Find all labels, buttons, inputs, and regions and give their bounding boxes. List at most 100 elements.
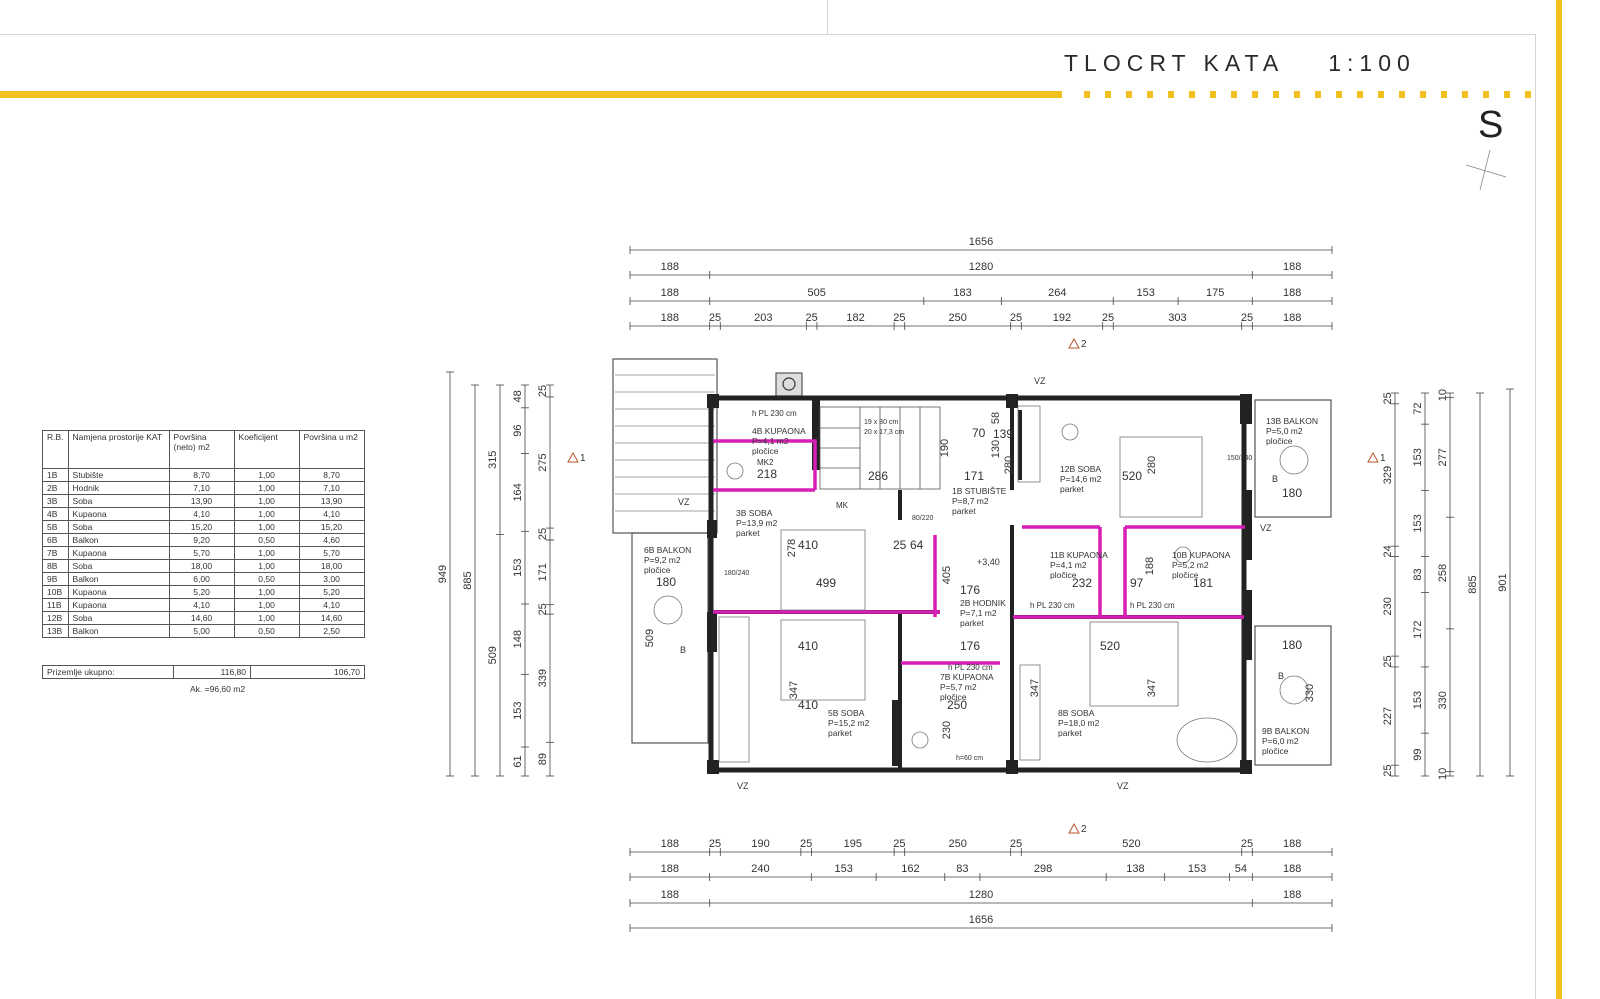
toilet-icon xyxy=(911,731,929,749)
dim-label: 64 xyxy=(910,538,924,552)
b-label: B xyxy=(1272,474,1278,484)
total-neto: 116,80 xyxy=(173,665,251,679)
dim-top-chain-3-label: 188 xyxy=(1283,312,1301,324)
dim-label: 347 xyxy=(788,681,800,699)
accent-bar xyxy=(0,91,1062,98)
room-label-11b: 11B KUPAONA xyxy=(1050,550,1108,560)
dim-label: 171 xyxy=(964,469,984,483)
dim-right-1-label: 227 xyxy=(1382,707,1394,725)
balcony-9b xyxy=(1254,625,1332,766)
row-povrsina: 2,50 xyxy=(298,624,365,638)
dim-right-3-label: 10 xyxy=(1437,389,1449,401)
dim-top-chain-2-label: 188 xyxy=(1283,287,1301,299)
dim-right-1-label: 25 xyxy=(1382,392,1394,404)
row-koeficijent: 0,50 xyxy=(233,624,300,638)
room-area-4b: P=4,1 m2 xyxy=(752,436,789,446)
north-arrow-label: S xyxy=(1478,104,1504,146)
row-namjena: Balkon xyxy=(67,624,170,638)
exterior-elements xyxy=(612,358,1332,766)
sheet-scale: 1:100 xyxy=(1328,50,1416,76)
dim-label: 130 xyxy=(990,440,1002,458)
dim-top-chain-3-label: 25 xyxy=(709,312,721,324)
stair-size-label: 19 x 30 cm xyxy=(864,419,898,426)
dim-label: 25 xyxy=(893,538,907,552)
vz-label: VZ xyxy=(1034,376,1046,386)
room-area-13b: P=5,0 m2 xyxy=(1266,426,1303,436)
room-label-12b: 12B SOBA xyxy=(1060,464,1101,474)
exterior-stair xyxy=(612,358,718,534)
dim-bottom-chain-1-label: 195 xyxy=(844,838,862,850)
chimney-flue-icon xyxy=(782,377,796,391)
dim-label: 188 xyxy=(1144,557,1156,575)
row-povrsina: 15,20 xyxy=(298,520,365,534)
dim-right-3-label: 258 xyxy=(1437,564,1449,582)
ceiling-height-label: h PL 230 cm xyxy=(1030,601,1075,610)
dim-left-3-label: 315 xyxy=(487,451,499,469)
dim-top-overall-label: 1656 xyxy=(969,236,993,248)
dim-label: 180 xyxy=(1282,638,1302,652)
dim-left-2-label: 885 xyxy=(462,571,474,589)
dim-bottom-chain-1-label: 190 xyxy=(751,838,769,850)
dim-top-chain-3-label: 25 xyxy=(1102,312,1114,324)
dim-label: 139 xyxy=(993,427,1013,441)
door-label: 80/220 xyxy=(912,515,934,522)
dim-bottom-chain-1-label: 520 xyxy=(1122,838,1140,850)
dim-bottom-chain-2-label: 153 xyxy=(1188,863,1206,875)
dim-left-4-label: 148 xyxy=(512,630,524,648)
dim-left-4-label: 61 xyxy=(512,755,524,767)
dim-label: 232 xyxy=(1072,576,1092,590)
dim-right-1-label: 25 xyxy=(1382,655,1394,667)
room-floor-9b: pločice xyxy=(1262,746,1289,756)
table-header-row: R.B. Namjena prostorije KAT Površina (ne… xyxy=(42,430,365,469)
dim-bottom-chain-1-label: 188 xyxy=(1283,838,1301,850)
section-mark-label: 2 xyxy=(1081,824,1087,835)
dim-right-3-label: 10 xyxy=(1437,768,1449,780)
section-mark-icon xyxy=(1068,822,1080,834)
b-label: B xyxy=(680,645,686,655)
accessory-area-note: Ak. =96,60 m2 xyxy=(190,684,246,694)
dim-bottom-chain-2-label: 162 xyxy=(901,863,919,875)
dim-right-1-label: 24 xyxy=(1382,545,1394,557)
dim-label: 70 xyxy=(972,426,986,440)
room-label-9b: 9B BALKON xyxy=(1262,726,1309,736)
bathtub xyxy=(1176,717,1238,763)
dim-label: 181 xyxy=(1193,576,1213,590)
room-area-8b: P=18,0 m2 xyxy=(1058,718,1100,728)
sheet-border-top xyxy=(0,34,1535,35)
room-floor-3b: parket xyxy=(736,528,760,538)
dim-right-2-label: 153 xyxy=(1412,691,1424,709)
dim-right-1-label: 230 xyxy=(1382,597,1394,615)
sill-label: h=60 cm xyxy=(956,755,983,762)
dim-right-3-label: 330 xyxy=(1437,691,1449,709)
dim-label: 347 xyxy=(1146,679,1158,697)
dim-top-chain-2-label: 183 xyxy=(953,287,971,299)
dim-right-2-label: 153 xyxy=(1412,448,1424,466)
dim-top-chain-3-label: 182 xyxy=(846,312,864,324)
dim-label: 176 xyxy=(960,639,980,653)
accent-vertical-bar xyxy=(1556,0,1562,999)
room-area-10b: P=5,2 m2 xyxy=(1172,560,1209,570)
bed-12b xyxy=(1119,436,1203,518)
total-table: Prizemlje ukupno: 116,80 106,70 xyxy=(42,665,365,679)
room-area-5b: P=15,2 m2 xyxy=(828,718,870,728)
balcony-table xyxy=(1279,445,1309,475)
dim-right-2-label: 153 xyxy=(1412,514,1424,532)
total-row: Prizemlje ukupno: 116,80 106,70 xyxy=(42,665,365,679)
room-area-11b: P=4,1 m2 xyxy=(1050,560,1087,570)
dim-left-4-label: 96 xyxy=(512,424,524,436)
dim-bottom-chain-1-label: 250 xyxy=(949,838,967,850)
dim-label: 509 xyxy=(644,629,656,647)
room-area-9b: P=6,0 m2 xyxy=(1262,736,1299,746)
dim-label: 410 xyxy=(798,698,818,712)
room-label-7b: 7B KUPAONA xyxy=(940,672,994,682)
room-label-1b: 1B STUBIŠTE xyxy=(952,486,1007,496)
section-mark-label: 1 xyxy=(1380,453,1386,464)
dim-left-overall-label: 949 xyxy=(437,565,449,583)
room-area-12b: P=14,6 m2 xyxy=(1060,474,1102,484)
